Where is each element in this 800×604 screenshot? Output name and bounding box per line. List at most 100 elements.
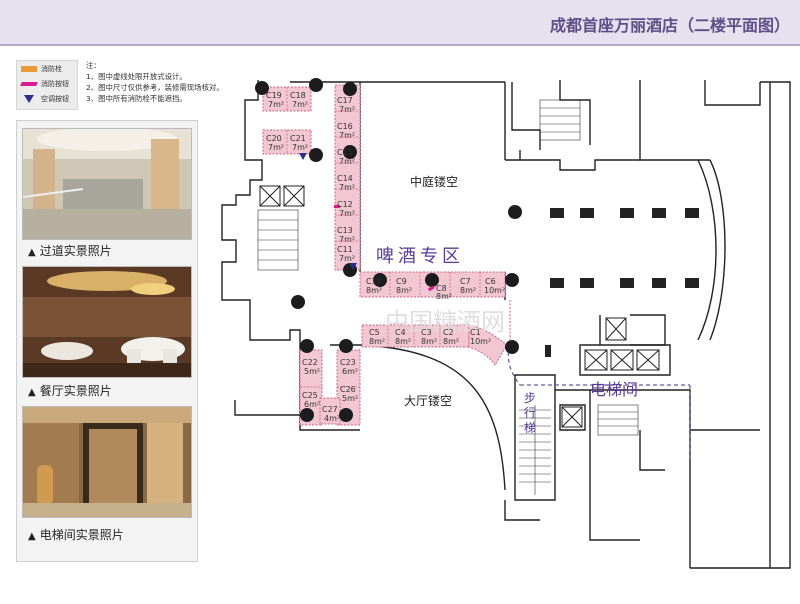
booth-size: 7m² bbox=[339, 105, 355, 114]
floor-plan-svg: 中国糖酒网 C19 7m² C18 7m² C20 7m² C21 7m² C1… bbox=[221, 78, 791, 569]
booth-label: C16 bbox=[337, 122, 353, 131]
floor-plan: 中国糖酒网 C19 7m² C18 7m² C20 7m² C21 7m² C1… bbox=[210, 60, 800, 600]
ac-button-icon bbox=[299, 153, 307, 160]
booth-size: 7m² bbox=[339, 209, 355, 218]
booth-label: C27 bbox=[322, 405, 338, 414]
booth-label: C10 bbox=[366, 277, 382, 286]
booth-size: 8m² bbox=[421, 337, 437, 346]
columns bbox=[545, 208, 699, 357]
triangle-icon: ▲ bbox=[28, 247, 36, 258]
note-item: 1、图中虚线处限开放式设计。 bbox=[86, 72, 187, 81]
legend-label: 空调按钮 bbox=[41, 95, 69, 103]
booth-size: 5m² bbox=[342, 394, 358, 403]
booth-size: 4m² bbox=[324, 414, 340, 423]
ac-button-icon bbox=[349, 263, 357, 270]
booth-label: C6 bbox=[485, 277, 496, 286]
fire-alarm-button-swatch bbox=[20, 82, 38, 86]
legend-label: 消防栓 bbox=[41, 65, 62, 73]
header-bar: 成都首座万丽酒店（二楼平面图） bbox=[0, 0, 800, 46]
booth-size: 7m² bbox=[339, 131, 355, 140]
booth-size: 8m² bbox=[443, 337, 459, 346]
booth-label: C8 bbox=[436, 284, 447, 293]
triangle-icon: ▲ bbox=[28, 531, 36, 542]
booth-label: C3 bbox=[421, 328, 432, 337]
booth-label: C19 bbox=[266, 91, 282, 100]
notes-title: 注： bbox=[86, 61, 101, 70]
watermark: 中国糖酒网 bbox=[385, 308, 505, 336]
legend-item-hydrant: 消防栓 bbox=[21, 63, 62, 75]
booth-label: C20 bbox=[266, 134, 282, 143]
ac-button-swatch bbox=[24, 95, 34, 103]
photo-caption: ▲过道实景照片 bbox=[28, 244, 112, 258]
booth-size: 7m² bbox=[339, 254, 355, 263]
page-title: 成都首座万丽酒店（二楼平面图） bbox=[549, 16, 790, 35]
booth-label: C21 bbox=[290, 134, 306, 143]
legend-item-ac: 空调按钮 bbox=[21, 93, 69, 105]
booth-label: C25 bbox=[302, 391, 318, 400]
booth-size: 7m² bbox=[292, 100, 308, 109]
restaurant-photo bbox=[22, 266, 192, 378]
booth-label: C11 bbox=[337, 245, 353, 254]
booth-size: 6m² bbox=[304, 400, 320, 409]
triangle-icon: ▲ bbox=[28, 387, 36, 398]
svg-text:步: 步 bbox=[524, 391, 536, 405]
booth-label: C5 bbox=[369, 328, 380, 337]
fire-hydrants bbox=[255, 78, 522, 422]
booth-label: C14 bbox=[337, 174, 353, 183]
note-item: 3、图中所有消防栓不能遮挡。 bbox=[86, 94, 187, 103]
booth-label: C15 bbox=[337, 148, 353, 157]
elevator-hall-photo bbox=[22, 406, 192, 518]
atrium-label: 中庭镂空 bbox=[410, 174, 458, 189]
booth-size: 7m² bbox=[268, 100, 284, 109]
legend-item-alarm: 消防按钮 bbox=[20, 78, 69, 90]
escalator-stairs bbox=[519, 405, 551, 495]
photo-caption: ▲电梯间实景照片 bbox=[28, 528, 124, 542]
booth-label: C7 bbox=[460, 277, 471, 286]
booth-size: 7m² bbox=[339, 235, 355, 244]
booth-size: 8m² bbox=[395, 337, 411, 346]
booth-size: 6m² bbox=[342, 367, 358, 376]
fire-hydrant-swatch bbox=[21, 66, 37, 72]
booth-label: C22 bbox=[302, 358, 318, 367]
lobby-label: 大厅镂空 bbox=[404, 394, 452, 408]
booth-size: 10m² bbox=[484, 286, 505, 295]
booth-size: 7m² bbox=[339, 183, 355, 192]
elevator-hall-label: 电梯间 bbox=[590, 380, 638, 399]
legend: 消防栓 消防按钮 空调按钮 bbox=[16, 60, 78, 110]
booth-label: C23 bbox=[340, 358, 356, 367]
booths bbox=[262, 84, 511, 426]
svg-text:行: 行 bbox=[524, 406, 536, 420]
booth-label: C13 bbox=[337, 226, 353, 235]
elevators bbox=[259, 185, 660, 428]
notes: 注： 1、图中虚线处限开放式设计。 2、图中尺寸仅供参考，装修需现场核对。 3、… bbox=[86, 60, 236, 104]
fire-alarm-button-icon bbox=[334, 205, 340, 208]
note-item: 2、图中尺寸仅供参考，装修需现场核对。 bbox=[86, 83, 224, 92]
escalator-label: 步 行 梯 bbox=[524, 391, 536, 435]
elevator-hall-boundary bbox=[520, 384, 691, 460]
booth-label: C9 bbox=[396, 277, 407, 286]
booth-size: 7m² bbox=[292, 143, 308, 152]
booth-size: 8m² bbox=[436, 292, 452, 301]
booth-size: 5m² bbox=[304, 367, 320, 376]
booth-labels-extra: C13 7m² bbox=[337, 226, 355, 244]
booth-size: 8m² bbox=[366, 286, 382, 295]
markers bbox=[299, 153, 435, 292]
booth-size: 8m² bbox=[396, 286, 412, 295]
booth-label: C1 bbox=[470, 328, 481, 337]
photo-caption: ▲餐厅实景照片 bbox=[28, 384, 112, 398]
booth-label: C18 bbox=[290, 91, 306, 100]
booth-labels: C19 7m² C18 7m² C20 7m² C21 7m² C17 7m² … bbox=[266, 91, 505, 423]
beer-zone-label: 啤酒专区 bbox=[376, 246, 464, 267]
booth-label: C26 bbox=[340, 385, 356, 394]
legend-label: 消防按钮 bbox=[41, 80, 69, 88]
booth-size: 10m² bbox=[470, 337, 491, 346]
booth-label: C12 bbox=[337, 200, 353, 209]
fire-alarm-button-icon bbox=[427, 285, 435, 292]
corridor-photo bbox=[22, 128, 192, 240]
booth-size: 7m² bbox=[339, 157, 355, 166]
booth-label: C4 bbox=[395, 328, 406, 337]
booth-label: C2 bbox=[443, 328, 454, 337]
booth-label: C17 bbox=[337, 96, 353, 105]
stairs-left bbox=[257, 99, 639, 436]
svg-text:梯: 梯 bbox=[524, 421, 536, 435]
